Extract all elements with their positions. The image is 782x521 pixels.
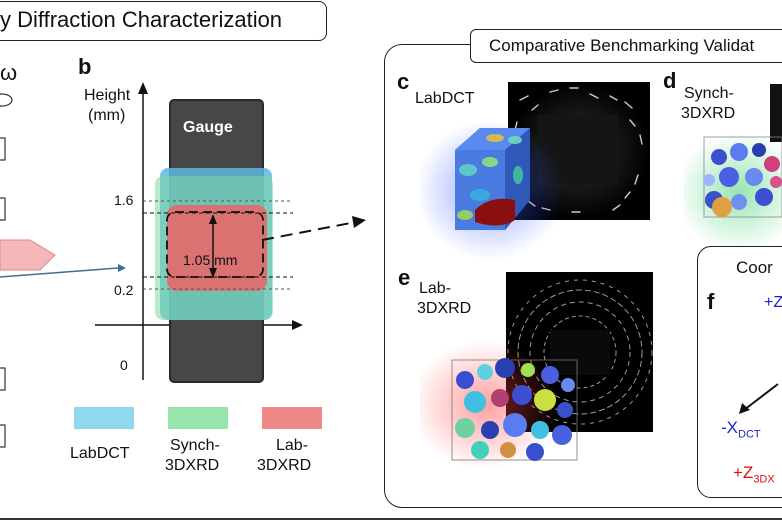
tick-0-2: 0.2 [114,282,134,298]
x-dct-sub: DCT [738,428,761,441]
y-axis-label-line2: (mm) [88,107,126,124]
section-title: y Diffraction Characterization [0,7,283,32]
benchmark-title-box [470,29,782,63]
panel-e-letter: e [398,265,411,290]
panel-c-letter: c [397,69,410,94]
figure-bottom-border [0,518,782,520]
legend-label-synch-2: 3DXRD [165,457,220,474]
labdct-visual [420,82,650,260]
coordinate-panel [697,246,782,498]
gauge-label: Gauge [183,119,233,136]
span-label: 1.05 mm [183,252,238,268]
coordinate-arrow [739,383,779,414]
panel-f-letter: f [707,289,715,314]
panel-e-label-1: Lab- [419,280,452,297]
x-dct-label: -XDCT [721,418,761,440]
panel-d-letter: d [663,68,677,93]
legend-label-lab-1: Lab- [276,437,309,454]
tick-1-6: 1.6 [114,192,134,208]
left-edge-apparatus [0,93,56,448]
section-title-box [0,1,327,41]
y-axis-label-line1: Height [84,87,131,104]
beam-arrow [0,264,126,278]
panel-c-label: LabDCT [415,90,475,107]
omega-symbol: ω [0,60,18,85]
panel-e-label-2: 3DXRD [417,300,472,317]
z-3dxrd-sub: 3DX [753,473,775,486]
lab-3dxrd-visual [420,272,653,470]
synch-3dxrd-visual [684,84,782,252]
benchmark-title: Comparative Benchmarking Validat [489,36,755,55]
legend-label-labdct: LabDCT [70,445,130,462]
panel-d-label-2: 3DXRD [681,105,736,122]
z-3dxrd-label: +Z3DX [733,463,775,485]
legend-label-synch-1: Synch- [170,437,220,454]
z-axis-label: +Z [764,294,782,311]
z-3dxrd-main: +Z [733,463,754,482]
height-diagram [95,82,366,383]
legend-swatch-labdct [74,407,134,429]
tick-0: 0 [120,357,128,373]
x-dct-main: -X [721,418,738,437]
legend-swatch-synch [168,407,228,429]
panel-b-letter: b [78,54,92,79]
legend-label-lab-2: 3DXRD [257,457,312,474]
panel-f-title: Coor [736,258,773,277]
legend-swatch-lab [262,407,322,429]
panel-d-label-1: Synch- [684,85,734,102]
